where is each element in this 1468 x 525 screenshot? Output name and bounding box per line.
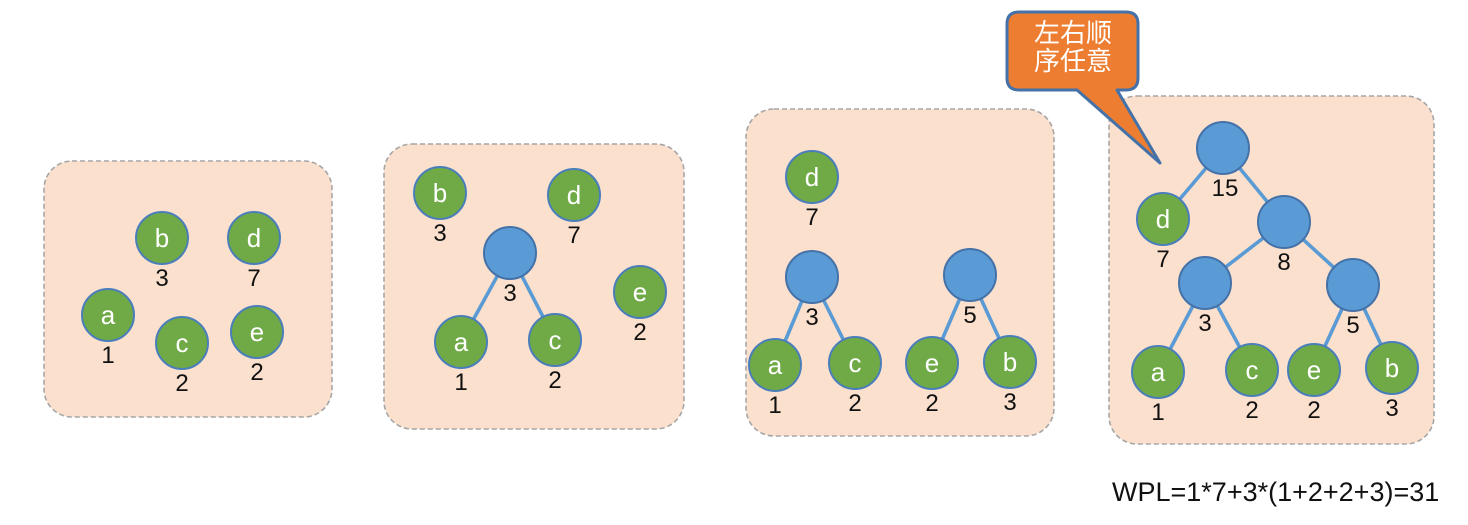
weight-label: 3 — [155, 265, 169, 292]
weight-label: 5 — [963, 302, 977, 329]
weight-label: 7 — [1156, 246, 1170, 273]
leaf-node-e: e — [230, 305, 284, 359]
leaf-node-c: c — [528, 313, 582, 367]
node-letter: a — [1150, 357, 1166, 387]
callout-bubble-shape — [1005, 10, 1162, 165]
leaf-node-d: d — [785, 150, 839, 204]
panel-step-2: b 3 d 7 3 e 2 a 1 c 2 — [383, 143, 685, 430]
node-letter: a — [100, 300, 116, 330]
internal-node-3 — [483, 226, 537, 280]
node-letter: a — [453, 327, 469, 357]
leaf-node-c: c — [828, 336, 882, 390]
leaf-node-c: c — [1225, 343, 1279, 397]
weight-label: 1 — [768, 392, 782, 419]
weight-label: 2 — [848, 390, 862, 417]
node-letter: c — [548, 325, 562, 355]
wpl-formula: WPL=1*7+3*(1+2+2+3)=31 — [1112, 477, 1440, 507]
callout: 左右顺序任意 — [990, 0, 1190, 185]
weight-label: 3 — [433, 220, 447, 247]
weight-label: 2 — [175, 370, 189, 397]
node-letter: c — [175, 328, 189, 358]
internal-node-8 — [1257, 195, 1311, 249]
leaf-node-b: b — [413, 166, 467, 220]
node-letter: a — [767, 350, 783, 380]
weight-label: 1 — [101, 342, 115, 369]
node-letter: d — [1155, 204, 1171, 234]
node-letter: b — [1002, 347, 1018, 377]
weight-label: 1 — [454, 369, 468, 396]
callout-text: 左右顺序任意 — [1033, 19, 1112, 77]
weight-label: 2 — [1245, 397, 1259, 424]
panel-step-3: d 7 3 5 a 1 c 2 e 2 b 3 — [745, 108, 1055, 437]
node-letter: b — [154, 223, 170, 253]
leaf-node-d: d — [227, 211, 281, 265]
internal-node-3 — [785, 250, 839, 304]
weight-label: 2 — [250, 359, 264, 386]
leaf-node-a: a — [81, 288, 135, 342]
internal-node-5 — [943, 248, 997, 302]
node-letter: e — [1306, 355, 1322, 385]
weight-label: 7 — [247, 265, 261, 292]
leaf-node-a: a — [748, 338, 802, 392]
node-letter: c — [848, 348, 862, 378]
weight-label: 2 — [1307, 397, 1321, 424]
weight-label: 3 — [1003, 389, 1017, 416]
node-letter: d — [566, 180, 582, 210]
panel-step-4: 15 d 7 8 3 5 a 1 c 2 e 2 b 3 — [1108, 95, 1435, 445]
node-letter: b — [1384, 353, 1400, 383]
leaf-node-e: e — [1287, 343, 1341, 397]
weight-label: 15 — [1211, 175, 1239, 202]
leaf-node-b: b — [1365, 341, 1419, 395]
internal-node-15-root — [1196, 121, 1250, 175]
leaf-node-a: a — [1131, 345, 1185, 399]
weight-label: 7 — [805, 204, 819, 231]
leaf-node-b: b — [983, 335, 1037, 389]
node-letter: e — [632, 277, 648, 307]
node-letter: d — [804, 162, 820, 192]
node-letter: c — [1245, 355, 1259, 385]
panel-step-1: b 3 d 7 a 1 c 2 e 2 — [43, 160, 333, 418]
leaf-node-e: e — [905, 336, 959, 390]
leaf-node-d: d — [1136, 192, 1190, 246]
weight-label: 3 — [1385, 395, 1399, 422]
node-letter: d — [246, 223, 262, 253]
weight-label: 1 — [1151, 399, 1165, 426]
node-letter: b — [432, 178, 448, 208]
leaf-node-a: a — [434, 315, 488, 369]
weight-label: 2 — [633, 319, 647, 346]
leaf-node-d: d — [547, 168, 601, 222]
leaf-node-b: b — [135, 211, 189, 265]
weight-label: 3 — [1198, 310, 1212, 337]
internal-node-3 — [1178, 256, 1232, 310]
weight-label: 3 — [503, 280, 517, 307]
leaf-node-c: c — [155, 316, 209, 370]
weight-label: 8 — [1277, 249, 1291, 276]
node-letter: e — [924, 348, 940, 378]
weight-label: 2 — [925, 390, 939, 417]
weight-label: 7 — [567, 222, 581, 249]
weight-label: 5 — [1346, 312, 1360, 339]
weight-label: 3 — [805, 304, 819, 331]
leaf-node-e: e — [613, 265, 667, 319]
internal-node-5 — [1326, 258, 1380, 312]
weight-label: 2 — [548, 367, 562, 394]
node-letter: e — [249, 317, 265, 347]
